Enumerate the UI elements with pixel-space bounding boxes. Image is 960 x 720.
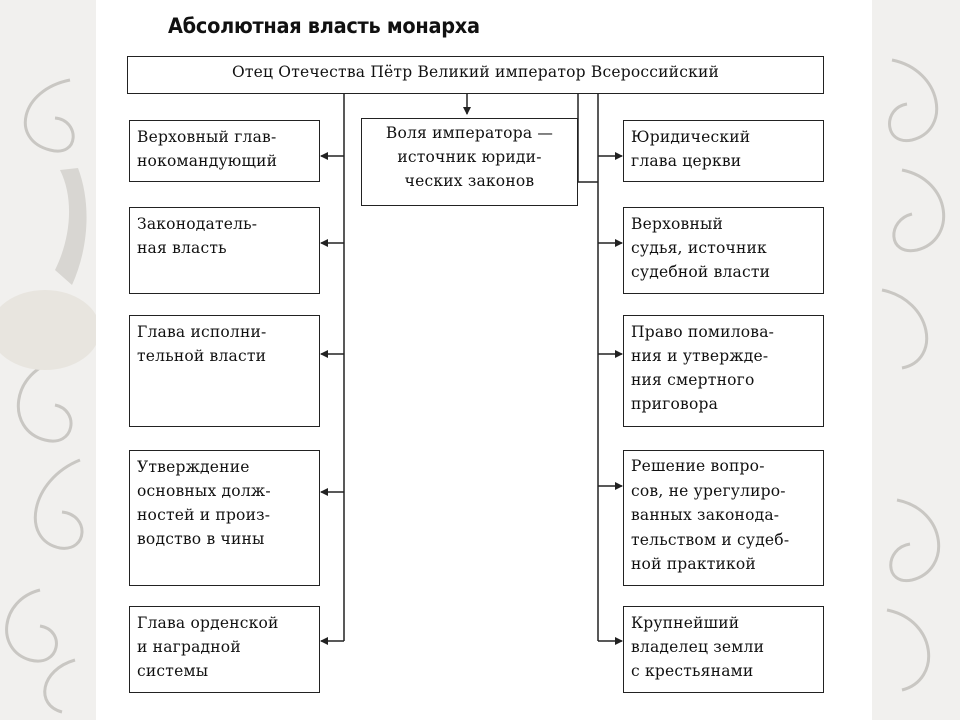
box-line: нокомандующий: [137, 152, 278, 170]
box-line: основных долж-: [137, 482, 271, 500]
left-box-appointments: Утверждение основных долж- ностей и прои…: [129, 450, 320, 586]
top-box-text: Отец Отечества Пётр Великий император Вс…: [231, 63, 720, 81]
box-line: тельством и судеб-: [631, 530, 790, 549]
left-box-order-system: Глава орденской и наградной системы: [129, 606, 320, 693]
box-line: тельной власти: [137, 347, 267, 365]
box-line: системы: [137, 662, 209, 680]
box-line: Глава исполни-: [137, 323, 267, 341]
box-line: Юридический: [631, 128, 751, 146]
box-line: Законодатель-: [137, 215, 258, 233]
box-line: и наградной: [137, 638, 241, 656]
box-line: ния и утвержде-: [631, 347, 769, 365]
box-line: судья, источник: [631, 239, 767, 257]
box-line: приговора: [631, 395, 719, 413]
box-line: сов, не урегулиро-: [631, 481, 786, 500]
right-box-supreme-judge: Верховный судья, источник судебной власт…: [623, 207, 824, 294]
center-box-emperor-will: Воля императора — источник юриди- ческих…: [361, 118, 578, 206]
right-box-church-head: Юридический глава церкви: [623, 120, 824, 182]
right-box-unregulated-issues: Решение вопро- сов, не урегулиро- ванных…: [623, 450, 824, 586]
box-line: ванных законода-: [631, 506, 780, 524]
right-box-largest-landowner: Крупнейший владелец земли с крестьянами: [623, 606, 824, 693]
box-line: Крупнейший: [631, 614, 740, 632]
page-title: Абсолютная власть монарха: [168, 14, 480, 38]
box-line: Верховный глав-: [137, 128, 277, 146]
swirl-ornament-right: [881, 58, 946, 692]
box-line: владелец земли: [631, 638, 765, 656]
box-line: водство в чины: [137, 530, 265, 548]
center-box-line: источник юриди-: [397, 148, 542, 166]
box-line: Решение вопро-: [631, 457, 765, 475]
right-decorative-margin: [872, 0, 960, 720]
box-line: ная власть: [137, 239, 227, 257]
left-box-legislative-power: Законодатель- ная власть: [129, 207, 320, 294]
box-line: ной практикой: [631, 555, 756, 573]
box-line: Утверждение: [137, 458, 250, 476]
box-line: Право помилова-: [631, 323, 775, 341]
left-decorative-margin: [0, 0, 96, 720]
left-box-commander-in-chief: Верховный глав- нокомандующий: [129, 120, 320, 182]
box-line: глава церкви: [631, 152, 742, 170]
box-line: ния смертного: [631, 371, 755, 389]
box-line: Глава орденской: [137, 614, 279, 632]
center-box-line: ческих законов: [404, 172, 535, 190]
box-line: ностей и произ-: [137, 506, 271, 524]
swirl-ornament-left: [0, 78, 96, 714]
box-line: Верховный: [631, 215, 724, 233]
left-box-executive-head: Глава исполни- тельной власти: [129, 315, 320, 427]
center-box-line: Воля императора —: [385, 124, 554, 142]
box-line: с крестьянами: [631, 662, 754, 680]
box-line: судебной власти: [631, 263, 771, 281]
top-box-emperor: Отец Отечества Пётр Великий император Вс…: [127, 56, 824, 94]
right-box-pardon-right: Право помилова- ния и утвержде- ния смер…: [623, 315, 824, 427]
